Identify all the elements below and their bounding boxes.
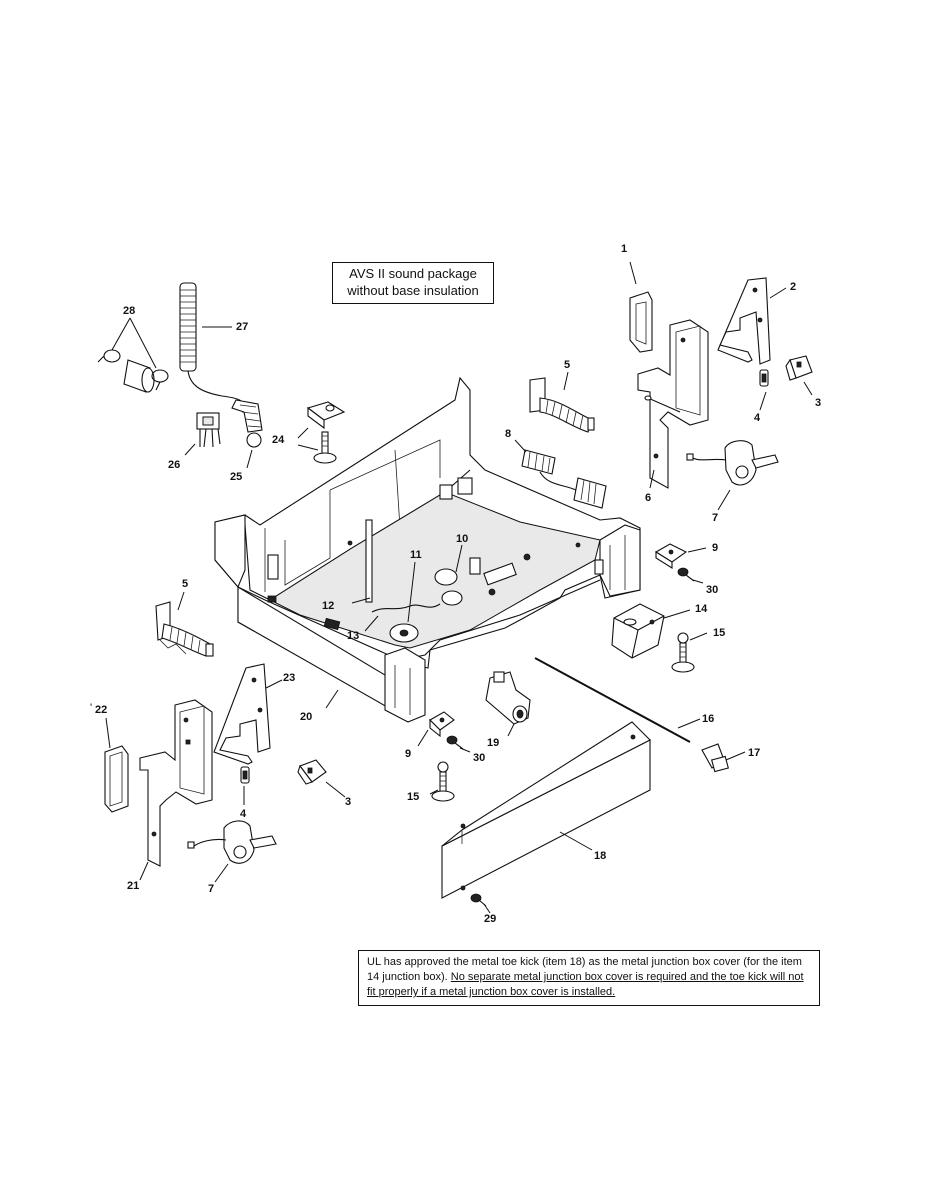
bracket-part-9-left [429,711,455,738]
callout-6: 6 [645,492,652,504]
callout-29: 29 [484,913,497,925]
callout-7-right: 7 [712,512,719,524]
leveling-leg-part-15-left [431,761,455,802]
callout-11: 11 [410,549,422,561]
callout-1: 1 [621,243,628,255]
base-tub-part-20 [214,376,641,723]
avs-note-box: AVS II sound package without base insula… [332,262,494,304]
callout-10: 10 [456,533,469,545]
bracket-part-9-right [654,543,688,569]
fastener-part-4-left [240,766,250,784]
callout-18: 18 [594,850,607,862]
hinge-bracket-part-2 [717,277,771,365]
callout-22: 22 [95,704,108,716]
callout-9-left: 9 [405,748,412,760]
hinge-plate-part-6 [637,319,709,489]
door-counterbalance-part-7-right [686,440,779,486]
callout-21: 21 [127,880,140,892]
stray-mark: ' [90,702,93,714]
callout-23: 23 [283,672,296,684]
callout-12: 12 [322,600,335,612]
hinge-plate-part-21 [139,699,213,867]
door-counterbalance-part-7-left [187,820,277,864]
callout-7-left: 7 [208,883,215,895]
spring-hose-part-27 [179,282,263,433]
hinge-spring-part-5-left [155,601,214,657]
callout-4-left: 4 [240,808,247,820]
screw-part-30-right [677,567,695,582]
callout-3-left: 3 [345,796,352,808]
sleeve-clamps-part-28 [97,349,169,393]
ul-note-text: UL has approved the metal toe kick (item… [367,956,802,983]
callout-27: 27 [236,321,249,333]
callout-5-left: 5 [182,578,189,590]
wire-harness-part-8 [521,449,607,509]
clip-part-3-left [297,759,327,785]
callout-26: 26 [168,459,181,471]
callout-25: 25 [230,471,243,483]
ul-note-box: UL has approved the metal toe kick (item… [358,950,820,1006]
bracket-part-1 [629,291,653,353]
rod-part-16 [534,657,691,743]
callout-9-right: 9 [712,542,719,554]
hinge-bracket-part-23 [213,663,271,765]
callout-16: 16 [702,713,715,725]
callout-24: 24 [272,434,285,446]
clip-part-3-right [785,355,813,381]
junction-box-part-14 [611,603,665,659]
grommet-part-25 [246,432,262,448]
callout-30-left: 30 [473,752,486,764]
callout-15-left: 15 [407,791,420,803]
hinge-spring-part-5-top [529,377,595,433]
callout-4-right: 4 [754,412,761,424]
callout-8: 8 [505,428,512,440]
callout-13: 13 [347,630,360,642]
trim-part-22 [104,745,129,813]
callout-2: 2 [790,281,797,293]
clip-part-26 [196,412,221,448]
callout-5-top: 5 [564,359,571,371]
water-valve-part-19 [485,671,531,725]
ul-note-underlined-text: No separate metal junction box cover is … [367,971,804,998]
leveling-leg-part-15-right [671,632,695,673]
avs-note-line-1: AVS II sound package [349,266,477,281]
screw-part-30-left [446,735,464,750]
avs-note-line-2: without base insulation [347,283,479,298]
callout-3-right: 3 [815,397,822,409]
fastener-part-4-right [759,369,769,387]
toe-kick-part-18 [441,721,651,899]
callout-19: 19 [487,737,500,749]
callout-15-right: 15 [713,627,726,639]
callout-30-right: 30 [706,584,719,596]
callout-20: 20 [300,711,313,723]
foot-part-17 [701,743,729,773]
callout-14: 14 [695,603,708,615]
leveling-leg-part-24 [306,401,346,464]
callout-17: 17 [748,747,761,759]
leader-lines [105,261,813,914]
callout-28: 28 [123,305,136,317]
